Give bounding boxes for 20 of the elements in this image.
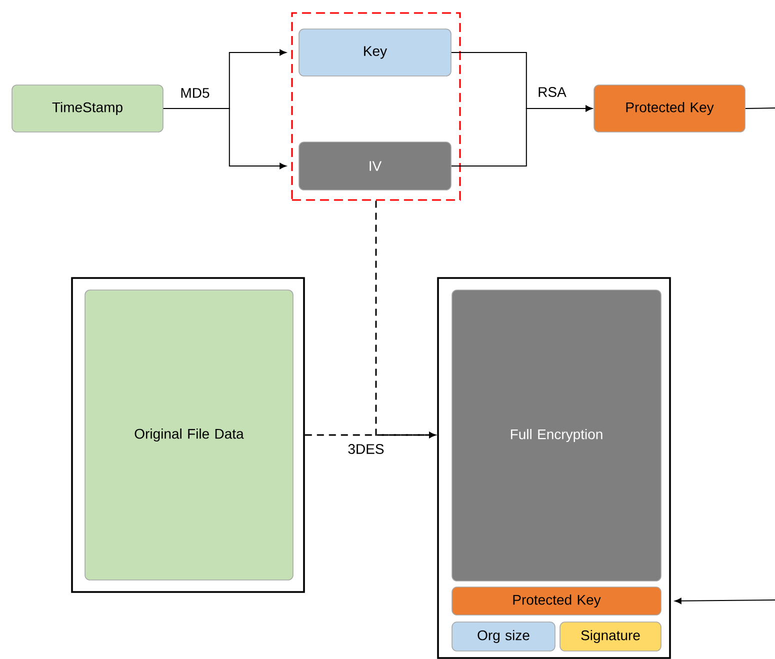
data-block: Signature xyxy=(560,622,662,652)
group-frame xyxy=(291,12,461,201)
data-block: Full Encryption xyxy=(452,290,662,582)
arrow xyxy=(674,598,775,604)
process-box: Key xyxy=(298,28,452,76)
arrow xyxy=(162,108,286,170)
connector-line xyxy=(744,108,775,109)
data-block: Original File Data xyxy=(84,290,294,580)
edge-label: MD5 xyxy=(178,86,212,100)
process-box: TimeStamp xyxy=(12,84,164,132)
process-box: IV xyxy=(298,142,452,190)
dashed-arrow xyxy=(375,200,436,438)
data-block: Org size xyxy=(452,622,556,652)
edge-label: 3DES xyxy=(346,442,386,456)
file-frame xyxy=(71,277,305,593)
file-frame xyxy=(437,277,671,659)
edge-label: RSA xyxy=(536,86,568,98)
process-box: Protected Key xyxy=(594,84,746,132)
data-block: Protected Key xyxy=(452,586,662,616)
arrow xyxy=(450,105,592,166)
